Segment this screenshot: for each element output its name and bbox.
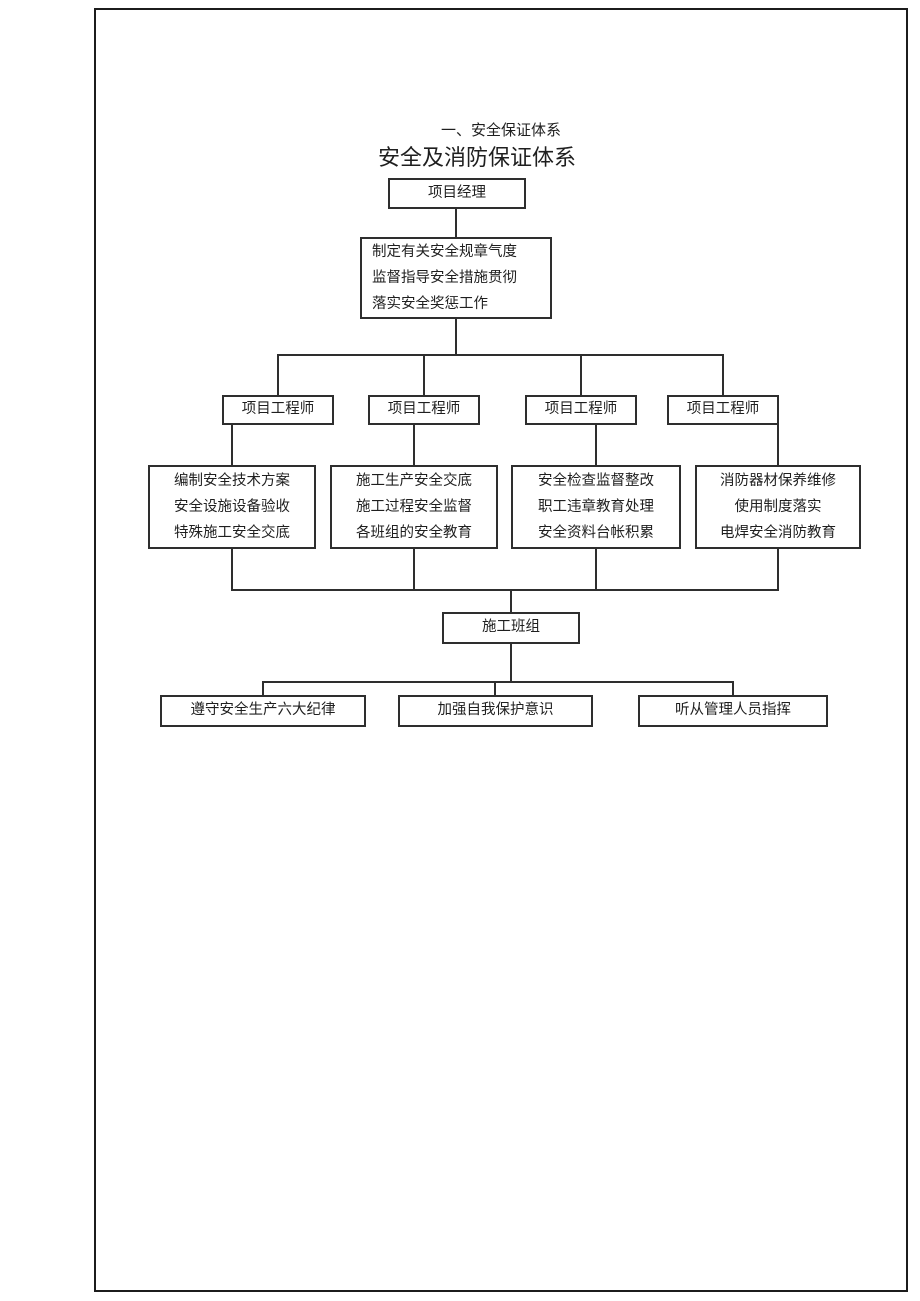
connector-rule-3	[732, 682, 734, 695]
task-line: 职工违章教育处理	[538, 499, 654, 515]
task-line: 电焊安全消防教育	[720, 525, 836, 541]
connector-engineer-2	[423, 355, 425, 395]
box-manager-duties: 制定有关安全规章气度 监督指导安全措施贯彻 落实安全奖惩工作	[360, 237, 552, 319]
connector-task-2	[413, 425, 415, 465]
box-tasks-4: 消防器材保养维修 使用制度落实 电焊安全消防教育	[695, 465, 861, 549]
duty-line: 落实安全奖惩工作	[372, 296, 488, 312]
connector-root-duties	[455, 209, 457, 237]
box-construction-team: 施工班组	[442, 612, 580, 644]
connector-merge-3	[595, 549, 597, 590]
connector-task-3	[595, 425, 597, 465]
task-line: 特殊施工安全交底	[174, 525, 290, 541]
connector-merge-1	[231, 549, 233, 590]
connector-engineer-4	[722, 355, 724, 395]
task-line: 消防器材保养维修	[720, 473, 836, 489]
task-line: 施工过程安全监督	[356, 499, 472, 515]
task-line: 编制安全技术方案	[174, 473, 290, 489]
task-line: 使用制度落实	[734, 499, 822, 515]
connector-engineer-1	[277, 355, 279, 395]
box-project-engineer-4: 项目工程师	[667, 395, 779, 425]
connector-team-branch	[510, 644, 512, 682]
connector-merge-2	[413, 549, 415, 590]
connector-task-1	[231, 425, 233, 465]
box-project-engineer-2: 项目工程师	[368, 395, 480, 425]
duty-line: 监督指导安全措施贯彻	[372, 270, 517, 286]
box-project-manager: 项目经理	[388, 178, 526, 209]
connector-engineer-3	[580, 355, 582, 395]
box-rule-obey-management: 听从管理人员指挥	[638, 695, 828, 727]
diagram-title: 安全及消防保证体系	[377, 145, 576, 170]
connector-merge-team	[510, 590, 512, 612]
document-page-border	[94, 8, 908, 1292]
duty-line: 制定有关安全规章气度	[372, 244, 517, 260]
connector-duties-branch	[455, 319, 457, 355]
connector-rule-1	[262, 682, 264, 695]
task-line: 安全检查监督整改	[538, 473, 654, 489]
task-line: 各班组的安全教育	[356, 525, 472, 541]
connector-merge-4	[777, 549, 779, 590]
box-project-engineer-1: 项目工程师	[222, 395, 334, 425]
section-heading: 一、安全保证体系	[440, 123, 561, 139]
task-line: 施工生产安全交底	[356, 473, 472, 489]
branch-line-engineers	[277, 354, 724, 356]
box-tasks-2: 施工生产安全交底 施工过程安全监督 各班组的安全教育	[330, 465, 498, 549]
connector-rule-2	[494, 682, 496, 695]
box-tasks-3: 安全检查监督整改 职工违章教育处理 安全资料台帐积累	[511, 465, 681, 549]
box-tasks-1: 编制安全技术方案 安全设施设备验收 特殊施工安全交底	[148, 465, 316, 549]
box-rule-self-protection: 加强自我保护意识	[398, 695, 593, 727]
box-project-engineer-3: 项目工程师	[525, 395, 637, 425]
task-line: 安全设施设备验收	[174, 499, 290, 515]
branch-line-rules	[262, 681, 734, 683]
task-line: 安全资料台帐积累	[538, 525, 654, 541]
box-rule-discipline: 遵守安全生产六大纪律	[160, 695, 366, 727]
connector-task-4	[777, 425, 779, 465]
merge-line-tasks	[231, 589, 779, 591]
